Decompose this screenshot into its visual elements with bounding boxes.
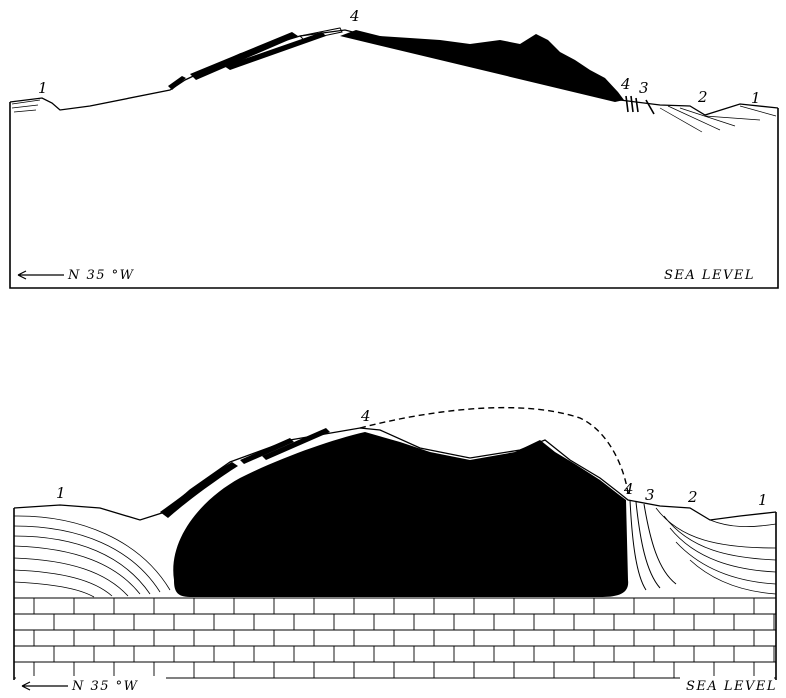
bottom-label-4-right: 4 <box>623 480 634 498</box>
bottom-label-4-summit: 4 <box>360 407 371 425</box>
top-label-3: 3 <box>639 79 649 97</box>
top-left-flank-bed-3 <box>224 32 326 70</box>
top-section: 1 4 4 3 2 1 N 35 °W SEA LEVEL <box>10 7 778 288</box>
bottom-sea-level-label: SEA LEVEL <box>686 679 777 694</box>
top-sea-level-label: SEA LEVEL <box>664 268 755 283</box>
top-right-strata <box>660 106 776 132</box>
bottom-igneous-mass <box>173 432 628 597</box>
bottom-label-2: 2 <box>687 488 698 506</box>
bottom-right-flank-beds <box>630 500 676 590</box>
bottom-section: 1 4 4 3 2 1 N 35 °W SEA LEVEL <box>14 407 777 694</box>
top-label-4-right: 4 <box>620 75 631 93</box>
top-right-flank-beds <box>626 96 654 114</box>
bottom-direction-label: N 35 °W <box>71 679 139 694</box>
top-igneous-mass <box>340 30 624 102</box>
bottom-label-1-left: 1 <box>56 484 66 502</box>
bottom-basement-rock <box>14 598 776 678</box>
bottom-label-1-right: 1 <box>758 491 768 509</box>
bottom-basement-joints <box>34 598 774 678</box>
top-label-1-left: 1 <box>38 79 48 97</box>
top-left-flank-bed-2 <box>190 32 298 80</box>
top-label-2: 2 <box>697 88 708 106</box>
top-left-flank-bed-1 <box>168 76 186 90</box>
bottom-label-3: 3 <box>645 486 655 504</box>
top-label-1-right: 1 <box>751 89 761 107</box>
top-direction-label: N 35 °W <box>67 268 135 283</box>
top-frame <box>10 102 778 288</box>
top-label-4-summit: 4 <box>349 7 360 25</box>
bottom-right-strata <box>656 508 776 594</box>
bottom-left-strata <box>14 516 170 597</box>
top-direction-arrow-icon <box>18 271 64 279</box>
